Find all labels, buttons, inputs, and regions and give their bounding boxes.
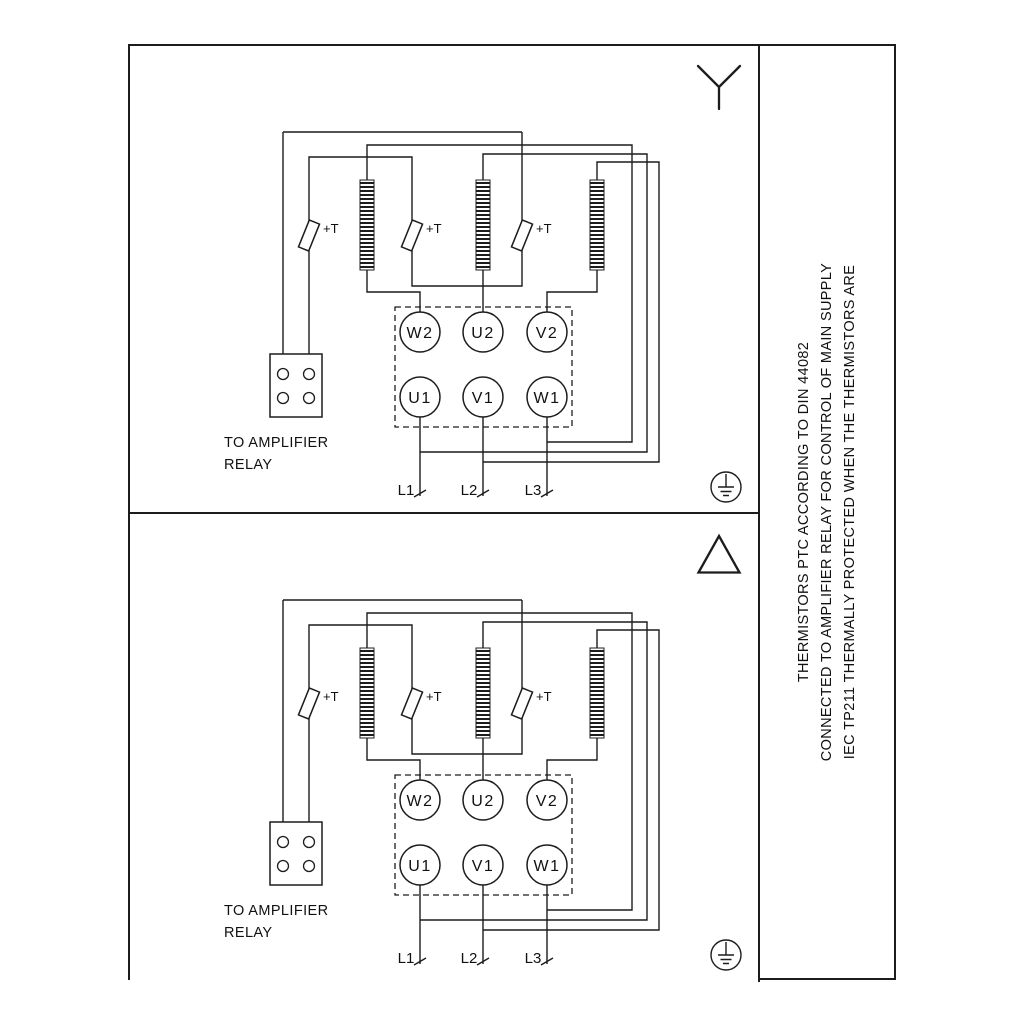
lead-l3-label: L3 [525,482,542,499]
relay-pin [276,859,290,873]
amplifier-relay-connector [269,353,323,418]
side-note-text: THERMISTORS PTC ACCORDING TO DIN 44082 C… [796,46,858,978]
delta-symbol [696,533,742,574]
lead-l1-label: L1 [398,482,415,499]
star-symbol [696,64,742,111]
delta-connection-panel: +T +T +T W2 U2 V2 U1 V1 [130,514,760,982]
thermistor-label: +T [536,689,552,704]
relay-pin [302,835,316,849]
lead-l2-label: L2 [461,950,478,967]
side-note-line-3: THERMISTORS PTC ACCORDING TO DIN 44082 [796,341,812,683]
thermistor-label: +T [323,689,339,704]
winding-wiring [366,612,660,931]
relay-pin [276,391,290,405]
lead-l2-label: L2 [461,482,478,499]
terminal-u1: U1 [399,844,441,886]
winding-bar-w [359,179,375,271]
thermistor-symbol [297,219,321,252]
relay-pin [302,859,316,873]
terminal-v1-label: V1 [472,390,495,407]
star-connection-panel: +T +T +T W2 U2 V2 U1 V1 [130,46,760,514]
ground-symbol [710,939,742,971]
relay-pin [276,367,290,381]
lead-l3-label: L3 [525,950,542,967]
supply-leads [413,885,554,966]
thermistor-label: +T [426,689,442,704]
terminal-v2: V2 [526,779,568,821]
terminal-u2-label: U2 [471,325,494,342]
terminal-w1: W1 [526,844,568,886]
relay-pin [302,391,316,405]
terminal-v2: V2 [526,311,568,353]
motor-windings [359,647,605,739]
relay-label-line1: TO AMPLIFIER [224,435,328,451]
terminal-u2: U2 [462,779,504,821]
terminal-u1-label: U1 [408,858,431,875]
winding-bar-v [589,179,605,271]
side-note-line-2: CONNECTED TO AMPLIFIER RELAY FOR CONTROL… [819,262,835,762]
terminal-w2-label: W2 [407,793,434,810]
winding-bar-u [475,179,491,271]
winding-bar-v [589,647,605,739]
terminal-w2: W2 [399,779,441,821]
terminal-v2-label: V2 [536,793,559,810]
thermistor-label: +T [536,221,552,236]
terminal-w2-label: W2 [407,325,434,342]
side-note-column: THERMISTORS PTC ACCORDING TO DIN 44082 C… [760,46,894,978]
thermistor-symbol [510,219,534,252]
terminal-v1: V1 [462,376,504,418]
thermistor-label: +T [323,221,339,236]
terminal-w2: W2 [399,311,441,353]
relay-pin [302,367,316,381]
lead-l1-label: L1 [398,950,415,967]
delta-wiring-diagram: +T +T +T W2 U2 V2 U1 V1 [224,533,742,971]
supply-leads [413,417,554,498]
ground-symbol [710,471,742,503]
thermistor-symbol [400,219,424,252]
relay-pin [276,835,290,849]
terminal-v1-label: V1 [472,858,495,875]
motor-windings [359,179,605,271]
side-note-line-1: IEC TP211 THERMALLY PROTECTED WHEN THE T… [842,264,858,760]
star-wiring-diagram: +T +T +T W2 U2 V2 U1 V1 [224,64,742,503]
terminal-w1: W1 [526,376,568,418]
winding-wiring [366,144,660,463]
thermistor-symbol [510,687,534,720]
relay-label-line1: TO AMPLIFIER [224,903,328,919]
diagram-frame: +T +T +T W2 U2 V2 U1 V1 [128,44,896,982]
terminal-w1-label: W1 [534,858,561,875]
winding-bar-w [359,647,375,739]
terminal-w1-label: W1 [534,390,561,407]
relay-label-line2: RELAY [224,457,272,473]
amplifier-relay-connector [269,821,323,886]
thermistor-symbol [400,687,424,720]
relay-label-line2: RELAY [224,925,272,941]
terminal-u1: U1 [399,376,441,418]
terminal-v2-label: V2 [536,325,559,342]
terminal-u1-label: U1 [408,390,431,407]
terminal-v1: V1 [462,844,504,886]
terminal-u2-label: U2 [471,793,494,810]
thermistor-symbol [297,687,321,720]
winding-bar-u [475,647,491,739]
thermistor-label: +T [426,221,442,236]
terminal-u2: U2 [462,311,504,353]
